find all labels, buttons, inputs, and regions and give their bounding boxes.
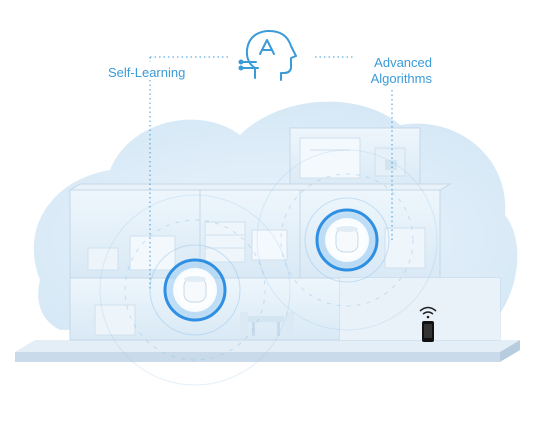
floor-slab	[15, 340, 520, 362]
upper-floor	[68, 183, 452, 279]
mesh-router-left	[163, 258, 227, 322]
advanced-label-line1: Advanced	[374, 55, 432, 70]
connector-lines	[149, 56, 393, 290]
ai-head-icon	[238, 29, 297, 81]
mesh-router-right	[315, 208, 379, 272]
lower-floor	[69, 277, 501, 341]
self-learning-label: Self-Learning	[108, 65, 186, 80]
advanced-algorithms-label: Advanced Algorithms	[352, 55, 432, 87]
signal-waves	[99, 149, 438, 386]
top-room	[289, 127, 421, 191]
advanced-label-line2: Algorithms	[370, 71, 432, 86]
smartphone-wifi-icon	[419, 306, 437, 342]
